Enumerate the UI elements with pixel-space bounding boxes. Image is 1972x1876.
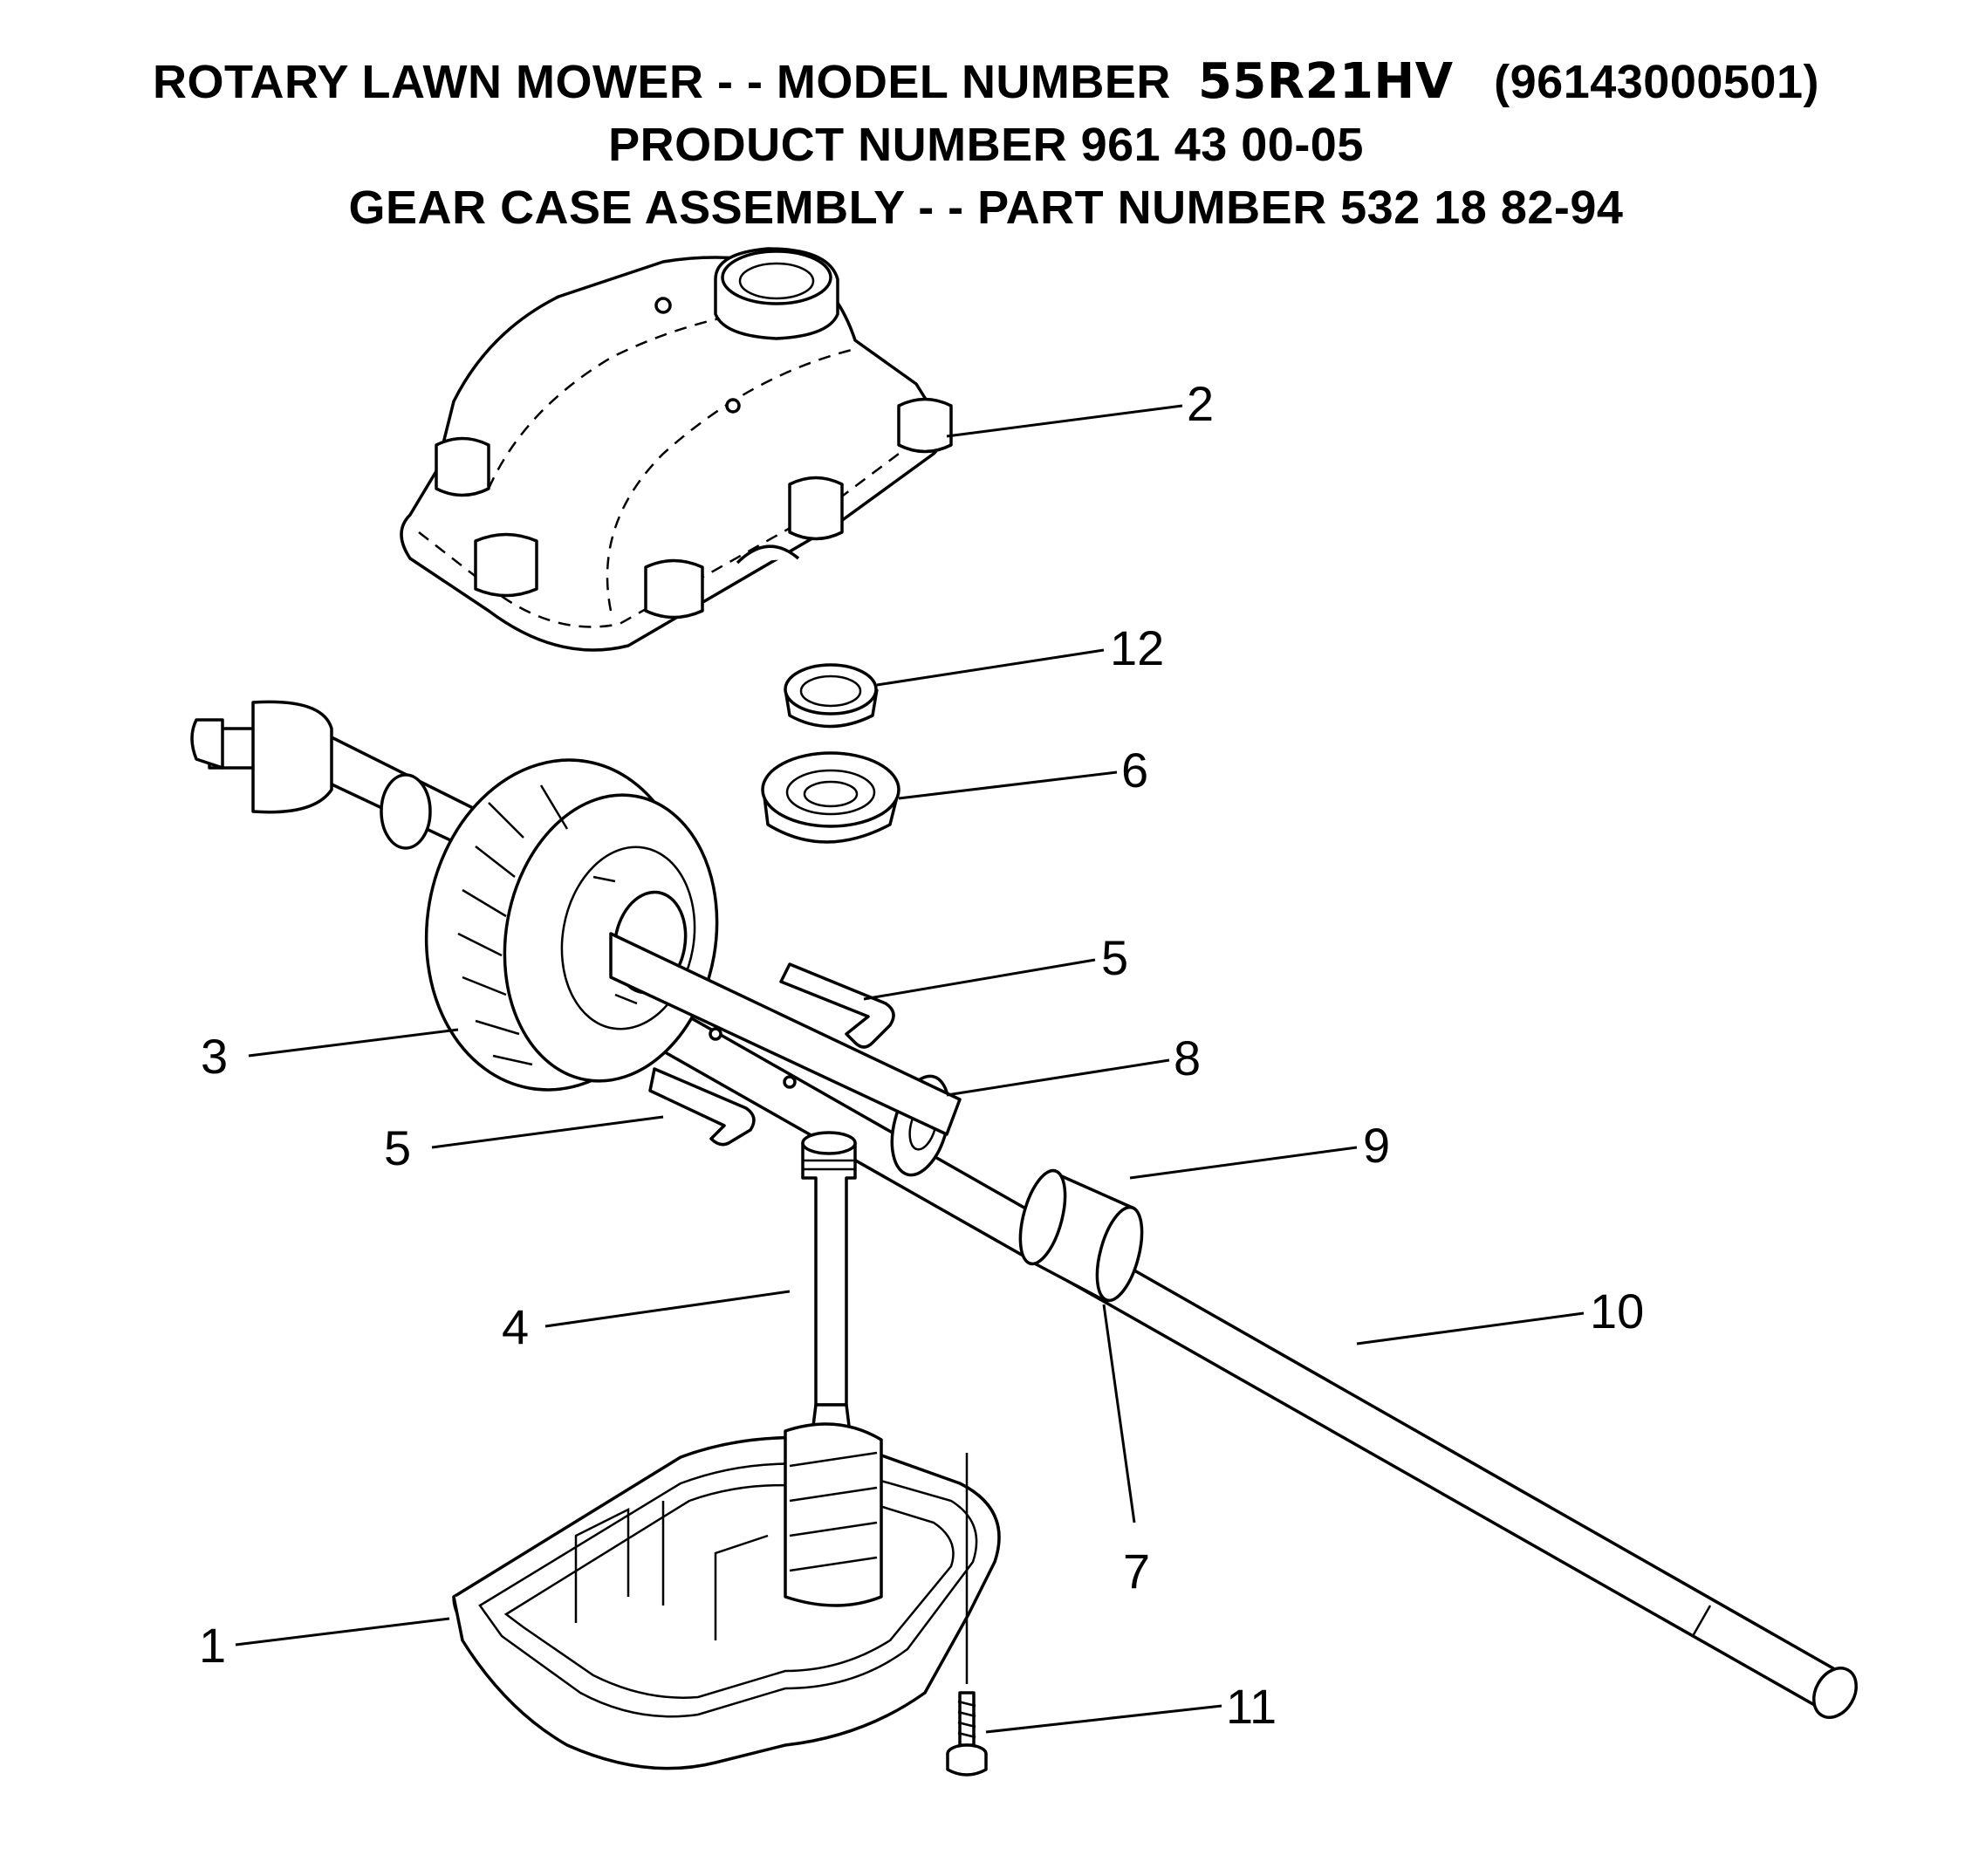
title-model-number: 55R21HV bbox=[1197, 53, 1454, 110]
gear-case-housing-part bbox=[452, 1422, 1001, 1770]
callout-12: 12 bbox=[1110, 620, 1164, 675]
leader-5-upper bbox=[863, 958, 1096, 1001]
leader-12 bbox=[876, 648, 1105, 687]
leader-3 bbox=[248, 1028, 459, 1058]
diagram-title-block: ROTARY LAWN MOWER - - MODEL NUMBER 55R21… bbox=[0, 51, 1972, 239]
leader-2 bbox=[946, 404, 1183, 438]
title-line-3: GEAR CASE ASSEMBLY - - PART NUMBER 532 1… bbox=[348, 181, 1624, 234]
bearing-large-part bbox=[761, 751, 900, 844]
leader-5-lower bbox=[431, 1115, 664, 1149]
callout-11: 11 bbox=[1226, 1679, 1277, 1734]
callout-numbers: 2 12 6 5 8 9 10 7 3 5 4 1 11 bbox=[199, 376, 1644, 1734]
callout-8: 8 bbox=[1174, 1030, 1201, 1085]
title-model-prefix: ROTARY LAWN MOWER - - MODEL NUMBER bbox=[153, 56, 1171, 108]
bearing-small-part bbox=[784, 663, 879, 729]
bevel-gear-part bbox=[190, 700, 962, 1136]
leader-10 bbox=[1356, 1311, 1585, 1345]
title-line-1: ROTARY LAWN MOWER - - MODEL NUMBER 55R21… bbox=[0, 51, 1972, 113]
callout-4: 4 bbox=[502, 1299, 529, 1354]
leader-4 bbox=[544, 1290, 791, 1328]
callout-10: 10 bbox=[1590, 1284, 1644, 1339]
callout-5-lower: 5 bbox=[384, 1120, 411, 1175]
leader-lines bbox=[235, 404, 1585, 1734]
gear-case-cover-part bbox=[400, 247, 953, 652]
callout-6: 6 bbox=[1121, 743, 1148, 798]
callout-5-upper: 5 bbox=[1101, 930, 1128, 985]
bushing-sleeve-part bbox=[1018, 1168, 1144, 1303]
pin-lower-part bbox=[648, 1067, 756, 1147]
leader-6 bbox=[898, 770, 1118, 800]
callout-3: 3 bbox=[201, 1029, 228, 1084]
leader-11 bbox=[985, 1704, 1222, 1734]
leader-8 bbox=[946, 1058, 1170, 1097]
leader-7 bbox=[1102, 1304, 1136, 1523]
pin-upper-part bbox=[779, 962, 895, 1049]
leader-1 bbox=[235, 1617, 450, 1647]
callout-1: 1 bbox=[199, 1618, 226, 1673]
callout-7: 7 bbox=[1123, 1544, 1150, 1599]
title-model-code: (96143000501) bbox=[1494, 56, 1819, 108]
callout-9: 9 bbox=[1363, 1118, 1390, 1173]
title-line-2: PRODUCT NUMBER 961 43 00-05 bbox=[608, 119, 1364, 171]
leader-9 bbox=[1129, 1146, 1358, 1180]
worm-shaft-part bbox=[801, 1131, 857, 1441]
screw-part bbox=[946, 1453, 988, 1777]
callout-2: 2 bbox=[1187, 376, 1214, 431]
